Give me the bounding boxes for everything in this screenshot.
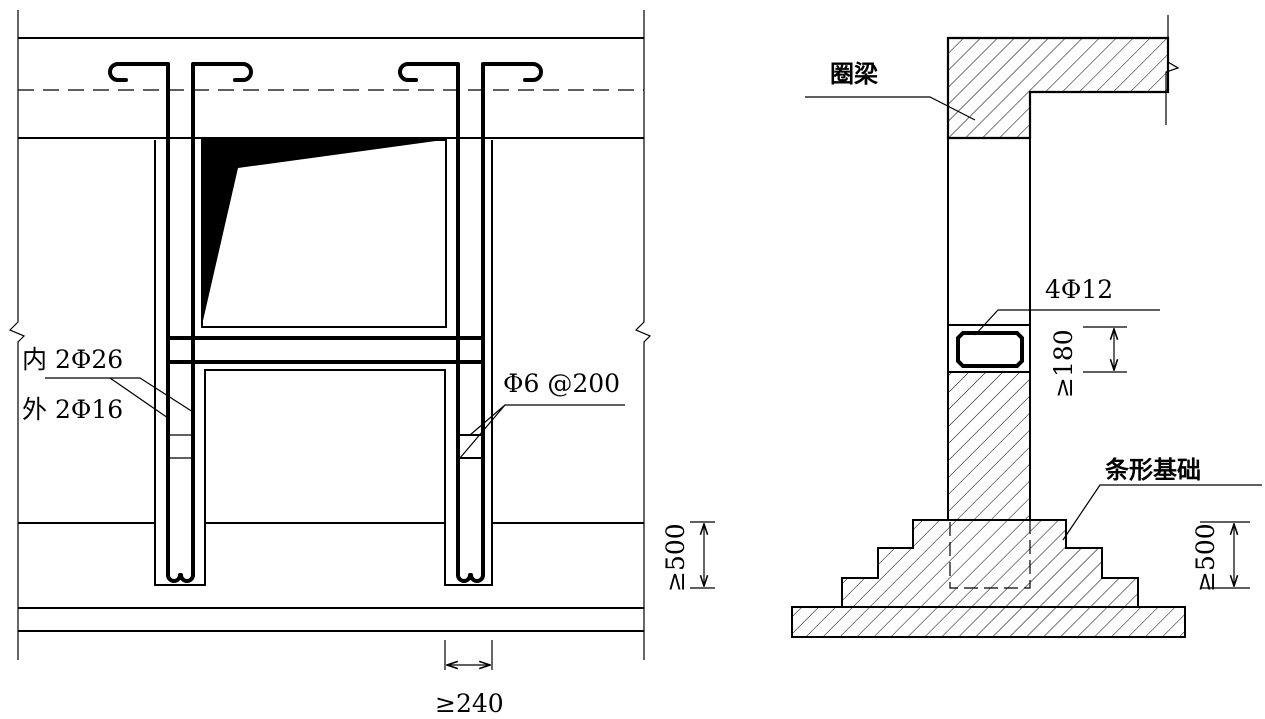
embed-dimension-label: ≥500 — [661, 523, 690, 592]
tie-beam-rebar — [956, 331, 1024, 368]
window-shading — [202, 140, 443, 325]
tie-bars-leader — [974, 309, 1160, 336]
inner-bars-label: 内 2Φ26 — [22, 345, 123, 374]
outer-bars-label: 外 2Φ16 — [22, 395, 123, 424]
strip-foundation — [841, 519, 1139, 608]
right-section: 圈梁 4Φ12 ≥180 条形基础 ≥500 — [791, 15, 1262, 638]
tie-bars-label: 4Φ12 — [1045, 275, 1113, 304]
ring-beam-leader — [805, 96, 976, 121]
slab-break-line — [1165, 15, 1180, 125]
strip-foundation-label: 条形基础 — [1105, 456, 1201, 484]
tie-height-label: ≥180 — [1049, 329, 1078, 398]
foundation-base-slab — [791, 606, 1186, 638]
tie-height-extension — [1083, 326, 1127, 373]
rebar-right-inner — [481, 62, 543, 577]
bars-leader-line — [45, 377, 194, 419]
wall-below-tie-beam — [947, 371, 1031, 521]
rebar-left-outer — [108, 62, 170, 577]
footing-embed-label: ≥500 — [1191, 523, 1220, 592]
ring-beam — [946, 36, 1170, 140]
rebar-bottom-hooks — [166, 573, 485, 583]
stirrups-label: Φ6 @200 — [503, 369, 620, 398]
footing-embed-extension — [1200, 521, 1250, 589]
embed-dimension-extension — [690, 521, 715, 589]
window-opening — [201, 139, 447, 328]
strip-foundation-leader — [1062, 484, 1262, 541]
width-dimension-extension — [444, 640, 493, 670]
column-embed-dashed — [949, 519, 1031, 589]
lower-opening — [204, 369, 446, 523]
stirrups-leader-line — [459, 404, 625, 459]
width-dimension-label: ≥240 — [435, 689, 504, 718]
rebar-right-outer — [398, 62, 460, 577]
left-elevation: 内 2Φ26 外 2Φ16 Φ6 @200 ≥240 ≥500 — [8, 10, 715, 718]
left-border-line — [8, 10, 26, 660]
ring-beam-label: 圈梁 — [830, 60, 878, 88]
right-border-line — [634, 10, 652, 660]
rebar-left-inner — [191, 62, 253, 577]
